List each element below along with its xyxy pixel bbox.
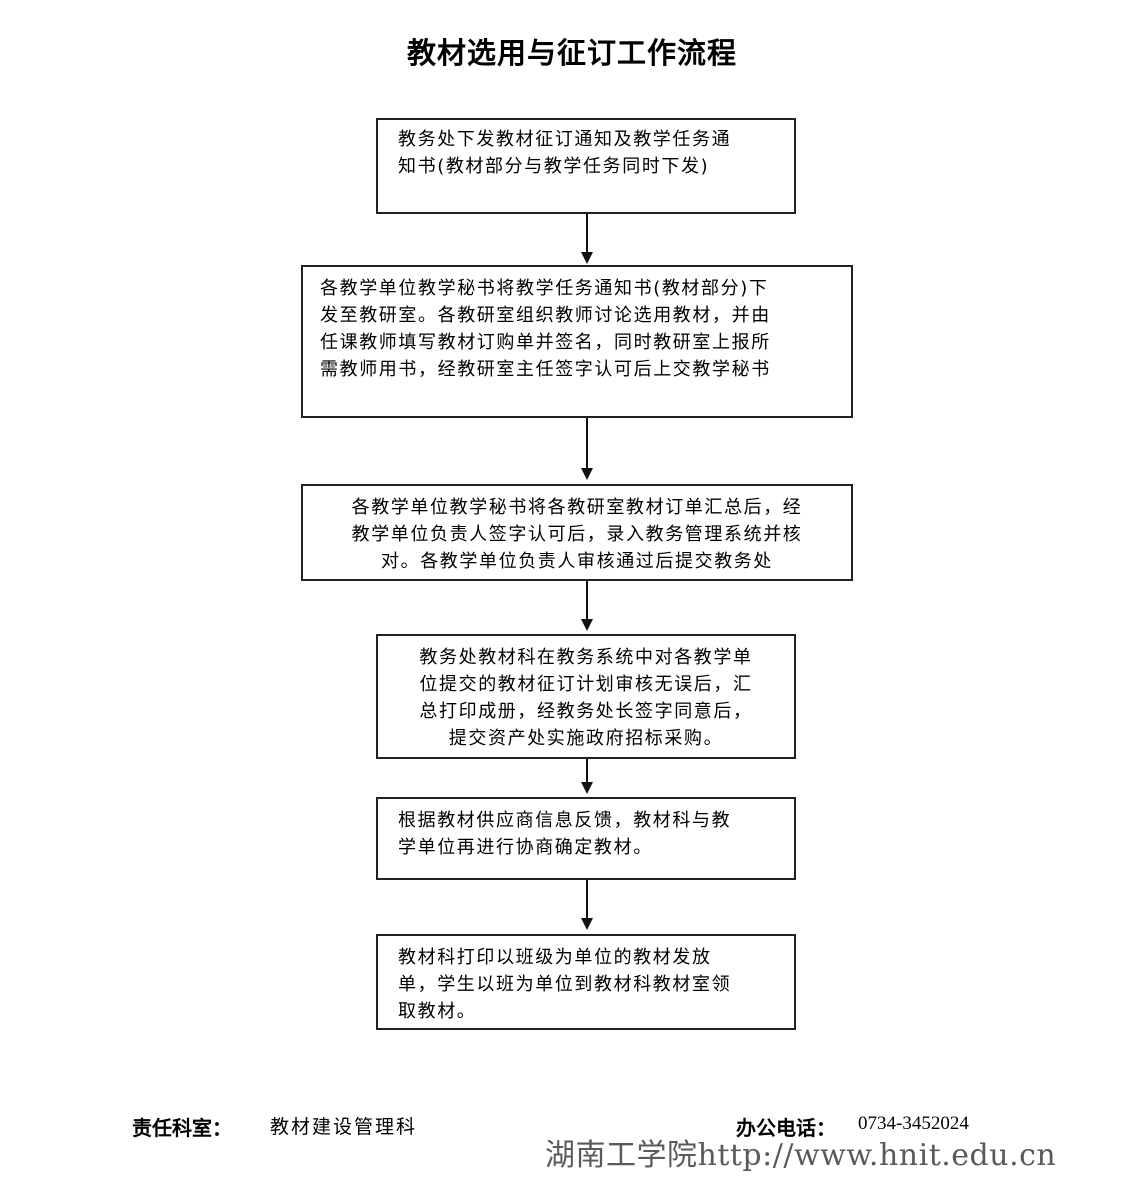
step-3-line-2: 教学单位负责人签字认可后，录入教务管理系统并核 (351, 524, 803, 545)
dept-label: 责任科室： (132, 1116, 232, 1140)
dept-value: 教材建设管理科 (270, 1116, 418, 1138)
flow-step-6: 教材科打印以班级为单位的教材发放 单，学生以班为单位到教材科教材室领 取教材。 (376, 934, 796, 1030)
connector-1-2 (586, 214, 588, 254)
step-2-line-1: 各教学单位教学秘书将教学任务通知书(教材部分)下 (320, 278, 769, 299)
step-4-line-3: 总打印成册，经教务处长签字同意后， (419, 701, 753, 722)
connector-3-4 (586, 581, 588, 621)
connector-4-5 (586, 759, 588, 783)
arrow-head-icon (581, 782, 593, 794)
connector-5-6 (586, 880, 588, 920)
step-6-line-2: 单，学生以班为单位到教材科教材室领 (398, 974, 732, 995)
phone-label: 办公电话： (736, 1116, 836, 1140)
step-4-line-2: 位提交的教材征订计划审核无误后，汇 (419, 674, 753, 695)
step-5-line-2: 学单位再进行协商确定教材。 (398, 837, 653, 858)
flow-step-2: 各教学单位教学秘书将教学任务通知书(教材部分)下 发至教研室。各教研室组织教师讨… (301, 265, 853, 418)
watermark: 湖南工学院http://www.hnit.edu.cn (545, 1138, 1057, 1173)
step-1-line-1: 教务处下发教材征订通知及教学任务通 (398, 129, 732, 150)
step-2-line-4: 需教师用书，经教研室主任签字认可后上交教学秘书 (320, 359, 771, 380)
connector-2-3 (586, 418, 588, 470)
step-6-line-1: 教材科打印以班级为单位的教材发放 (398, 947, 712, 968)
flow-step-3: 各教学单位教学秘书将各教研室教材订单汇总后，经 教学单位负责人签字认可后，录入教… (301, 484, 853, 581)
arrow-head-icon (581, 619, 593, 631)
page-title: 教材选用与征订工作流程 (406, 36, 737, 70)
arrow-head-icon (581, 918, 593, 930)
phone-value: 0734-3452024 (858, 1113, 969, 1134)
step-4-line-4: 提交资产处实施政府招标采购。 (448, 728, 724, 749)
step-4-line-1: 教务处教材科在教务系统中对各教学单 (419, 647, 753, 668)
step-2-line-2: 发至教研室。各教研室组织教师讨论选用教材，并由 (320, 305, 771, 326)
arrow-head-icon (581, 468, 593, 480)
step-6-line-3: 取教材。 (398, 1001, 477, 1022)
step-3-line-1: 各教学单位教学秘书将各教研室教材订单汇总后，经 (351, 497, 803, 518)
step-3-line-3: 对。各教学单位负责人审核通过后提交教务处 (381, 551, 773, 572)
flow-step-1: 教务处下发教材征订通知及教学任务通 知书(教材部分与教学任务同时下发) (376, 118, 796, 214)
flow-step-4: 教务处教材科在教务系统中对各教学单 位提交的教材征订计划审核无误后，汇 总打印成… (376, 634, 796, 759)
flow-step-5: 根据教材供应商信息反馈，教材科与教 学单位再进行协商确定教材。 (376, 797, 796, 880)
arrow-head-icon (581, 252, 593, 264)
step-1-line-2: 知书(教材部分与教学任务同时下发) (398, 156, 710, 177)
step-2-line-3: 任课教师填写教材订购单并签名，同时教研室上报所 (320, 332, 771, 353)
step-5-line-1: 根据教材供应商信息反馈，教材科与教 (398, 810, 732, 831)
